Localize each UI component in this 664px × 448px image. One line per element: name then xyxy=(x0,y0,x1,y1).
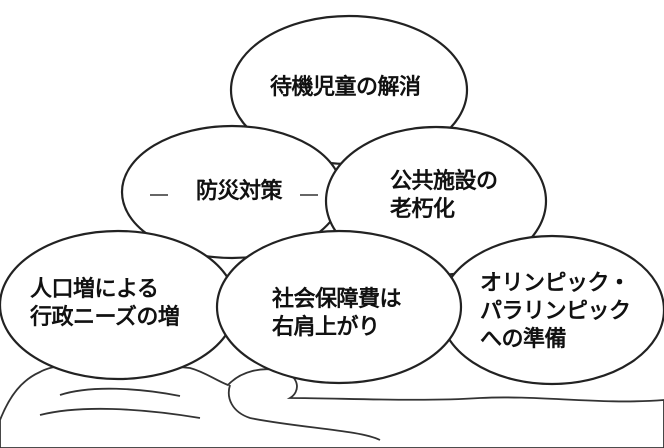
bubble-mid-left-label: 防災対策 xyxy=(196,178,283,206)
bubble-mid-right-label: 公共施設の 老朽化 xyxy=(390,168,498,224)
bubble-top-label: 待機児童の解消 xyxy=(270,74,421,102)
label-line: への準備 xyxy=(480,327,567,352)
label-line: 人口増による xyxy=(30,277,159,302)
bubble-bot-center-shape xyxy=(215,229,463,385)
label-line: 防災対策 xyxy=(196,179,283,204)
hand-finger-lines xyxy=(39,384,381,441)
bubble-bot-center-label: 社会保障費は 右肩上がり xyxy=(272,286,402,342)
label-line: 行政ニーズの増 xyxy=(30,305,180,330)
label-line: 老朽化 xyxy=(390,197,455,222)
label-line: 社会保障費は xyxy=(272,287,402,312)
label-line: 待機児童の解消 xyxy=(270,75,421,100)
bubble-bot-right-label: オリンピック・ パラリンピック への準備 xyxy=(480,270,631,354)
bubble-bot-left-label: 人口増による 行政ニーズの増 xyxy=(30,276,180,332)
label-line: 公共施設の xyxy=(390,169,498,194)
hand-illustration xyxy=(0,362,664,448)
label-line: パラリンピック xyxy=(480,299,631,324)
label-line: オリンピック・ xyxy=(480,271,631,296)
label-line: 右肩上がり xyxy=(272,315,380,340)
